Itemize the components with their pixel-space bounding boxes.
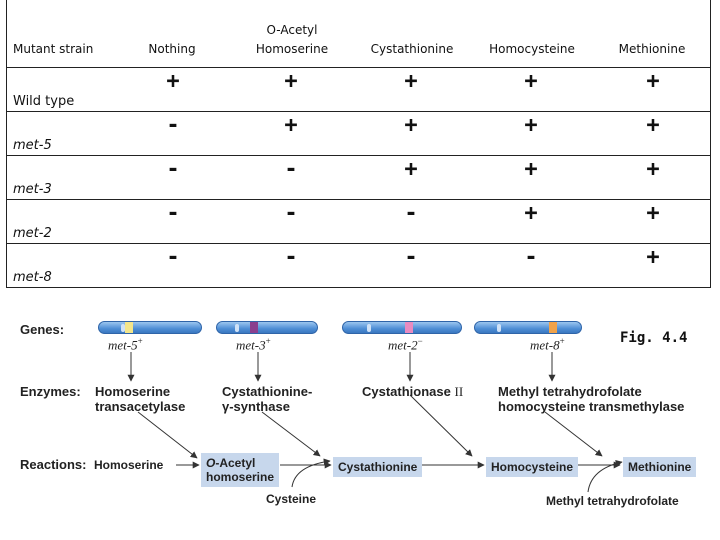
strain-label: met-2 (13, 226, 52, 241)
growth-cell: - (166, 113, 180, 138)
reactions-row-label: Reactions: (20, 457, 87, 472)
enzyme-to-reaction-arrow-1 (137, 411, 198, 459)
chromosome-met-5 (98, 321, 202, 334)
molecule-homoserine: Homoserine (94, 458, 164, 472)
growth-cell: - (284, 157, 298, 182)
growth-cell: + (524, 69, 538, 94)
growth-cell: + (646, 201, 660, 226)
growth-cell: - (166, 245, 180, 270)
gene-band-met-3 (250, 322, 258, 333)
strain-label: met-8 (13, 270, 52, 285)
growth-cell: + (524, 157, 538, 182)
cysteine-input-arrow (291, 458, 331, 488)
growth-cell: - (166, 157, 180, 182)
gene-label-met-5: met-5+ (108, 336, 143, 353)
growth-cell: + (284, 113, 298, 138)
table-header: Mutant strain Nothing O-Acetyl Homoserin… (7, 0, 710, 68)
gene-band-met-2 (405, 322, 413, 333)
header-nothing: Nothing (148, 42, 196, 56)
molecule-cysteine: Cysteine (266, 492, 317, 506)
chromosome-met-8 (474, 321, 582, 334)
growth-cell: + (646, 69, 660, 94)
strain-label: Wild type (13, 94, 75, 109)
growth-cell: - (284, 245, 298, 270)
growth-table: Mutant strain Nothing O-Acetyl Homoserin… (6, 0, 711, 288)
centromere (497, 324, 501, 332)
table-row-met-2: met-2 - - - + + (7, 199, 710, 244)
figure-label: Fig. 4.4 (620, 330, 688, 346)
header-homocysteine: Homocysteine (489, 42, 575, 56)
growth-cell: + (524, 201, 538, 226)
growth-cell: - (166, 201, 180, 226)
growth-cell: + (524, 113, 538, 138)
growth-cell: + (646, 157, 660, 182)
mthf-input-arrow (587, 459, 623, 493)
growth-cell: - (284, 201, 298, 226)
strain-label: met-3 (13, 182, 52, 197)
enzyme-to-reaction-arrow-3 (409, 394, 473, 457)
molecule-methionine: Methionine (623, 457, 697, 477)
centromere (121, 324, 125, 332)
growth-cell: + (284, 69, 298, 94)
growth-cell: + (404, 113, 418, 138)
molecule-methyl-tetrahydrofolate: Methyl tetrahydrofolate (546, 494, 679, 508)
growth-cell: - (404, 201, 418, 226)
header-cystathionine: Cystathionine (370, 42, 454, 56)
enzyme-cystathionase-ii: Cystathionase II (362, 384, 464, 399)
table-row-met-8: met-8 - - - - + (7, 243, 710, 287)
enzyme-cystathionine-gamma-synthase: Cystathionine-γ-synthase (222, 384, 313, 414)
growth-cell: + (646, 245, 660, 270)
chromosome-met-3 (216, 321, 318, 334)
gene-label-met-2: met-2− (388, 336, 423, 353)
growth-cell: + (166, 69, 180, 94)
header-o-acetyl-line2: Homoserine (255, 42, 329, 56)
chromosome-met-2 (342, 321, 462, 334)
header-methionine: Methionine (618, 42, 686, 56)
methionine-pathway-diagram: Genes: Enzymes: Reactions: met-5+ met-3+… (0, 300, 720, 540)
table-row-wild-type: Wild type + + + + + (7, 67, 710, 112)
growth-cell: + (404, 69, 418, 94)
molecule-cystathionine: Cystathionine (333, 457, 423, 477)
molecule-homocysteine: Homocysteine (486, 457, 579, 477)
genes-row-label: Genes: (20, 322, 65, 337)
header-mutant-strain: Mutant strain (13, 42, 94, 56)
enzyme-to-reaction-arrow-4 (544, 411, 603, 457)
growth-cell: + (404, 157, 418, 182)
header-o-acetyl-homoserine: O-Acetyl Homoserine (237, 21, 347, 59)
growth-cell: - (404, 245, 418, 270)
table-row-met-3: met-3 - - + + + (7, 155, 710, 200)
centromere (235, 324, 239, 332)
table-row-met-5: met-5 - + + + + (7, 111, 710, 156)
enzymes-row-label: Enzymes: (20, 384, 81, 399)
growth-cell: - (524, 245, 538, 270)
header-o-acetyl-line1: O-Acetyl (266, 23, 318, 37)
gene-label-met-8: met-8+ (530, 336, 565, 353)
centromere (367, 324, 371, 332)
strain-label: met-5 (13, 138, 52, 153)
enzyme-to-reaction-arrow-2 (261, 411, 321, 457)
growth-cell: + (646, 113, 660, 138)
gene-band-met-5 (125, 322, 133, 333)
gene-label-met-3: met-3+ (236, 336, 271, 353)
gene-band-met-8 (549, 322, 557, 333)
molecule-o-acetyl-homoserine: O-Acetyl homoserine (201, 453, 280, 487)
pathway-arrows (127, 352, 623, 493)
